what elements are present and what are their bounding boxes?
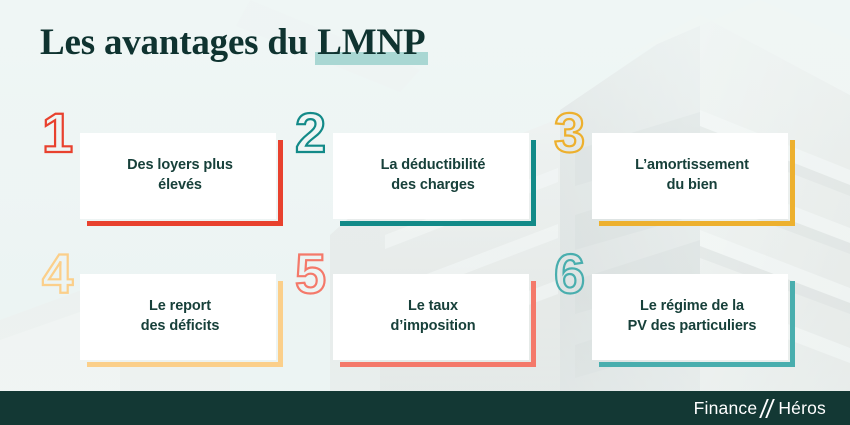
advantage-card-6[interactable]: Le régime de la PV des particuliers 6 (553, 244, 795, 367)
title-highlight-text: LMNP (315, 22, 429, 65)
card-number: 1 (41, 101, 74, 164)
card-label-line2: d’imposition (390, 318, 476, 334)
card-panel: Des loyers plus élevés (80, 133, 276, 219)
footer-bar: Finance Héros (0, 391, 850, 425)
title-prefix-text: Les avantages du (40, 22, 318, 63)
card-label: Le régime de la PV des particuliers (628, 297, 757, 336)
logo-word-finance: Finance (693, 397, 758, 418)
double-slash-icon (759, 398, 776, 418)
advantage-card-3[interactable]: L’amortissement du bien 3 (553, 103, 795, 226)
card-label: La déductibilité des charges (381, 156, 486, 195)
card-label-line1: Des loyers plus (127, 157, 233, 174)
brand-logo[interactable]: Finance Héros (694, 398, 826, 419)
card-label-line1: Le régime de la (639, 298, 745, 315)
card-label-line1: Le taux (407, 298, 459, 315)
card-label-line1: Le report (149, 298, 211, 315)
card-number: 5 (294, 242, 327, 305)
card-label: L’amortissement du bien (635, 156, 749, 195)
advantage-card-1[interactable]: Des loyers plus élevés 1 (41, 103, 283, 226)
card-label-line2: des charges (391, 177, 475, 193)
logo-word-heros: Héros (778, 397, 826, 418)
card-panel: Le report des déficits (80, 274, 276, 360)
card-label: Des loyers plus élevés (127, 156, 233, 195)
card-label: Le report des déficits (141, 297, 220, 336)
card-panel: L’amortissement du bien (592, 133, 788, 219)
card-label-line2: élevés (158, 177, 202, 193)
card-number: 3 (553, 101, 586, 164)
card-panel: La déductibilité des charges (333, 133, 529, 219)
card-label-line2: des déficits (140, 318, 220, 334)
advantage-card-5[interactable]: Le taux d’imposition 5 (294, 244, 536, 367)
card-label-line1: L’amortissement (635, 157, 749, 174)
card-label-line2: du bien (666, 177, 718, 193)
card-number: 4 (41, 242, 74, 305)
card-label-line1: La déductibilité (380, 157, 486, 174)
card-label: Le taux d’imposition (391, 297, 476, 336)
card-panel: Le taux d’imposition (333, 274, 529, 360)
page-title: Les avantages du LMNP (40, 22, 429, 65)
title-container: Les avantages du LMNP (40, 22, 429, 65)
card-label-line2: PV des particuliers (627, 318, 757, 334)
card-number: 2 (294, 101, 327, 164)
card-panel: Le régime de la PV des particuliers (592, 274, 788, 360)
advantage-card-4[interactable]: Le report des déficits 4 (41, 244, 283, 367)
advantage-card-2[interactable]: La déductibilité des charges 2 (294, 103, 536, 226)
card-number: 6 (553, 242, 586, 305)
